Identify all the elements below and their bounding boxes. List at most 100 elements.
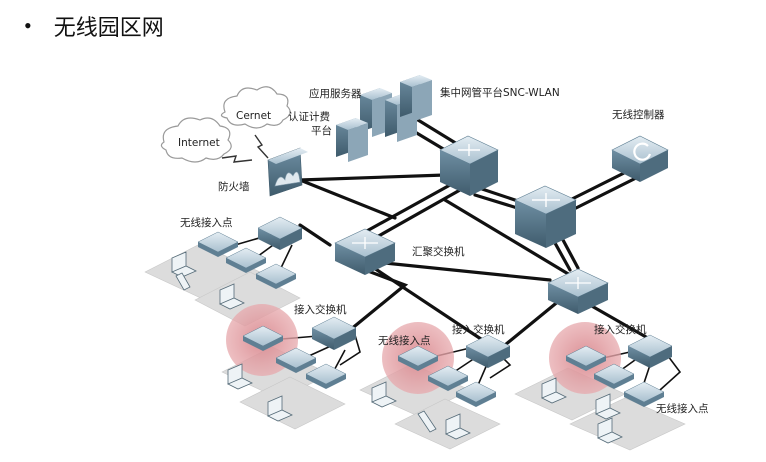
controller-right bbox=[640, 150, 668, 182]
controller-logo bbox=[633, 142, 652, 161]
core-switch-top bbox=[439, 135, 499, 196]
server-4-front bbox=[348, 123, 368, 162]
ap-sw1-3-base bbox=[306, 374, 346, 389]
core-top-left bbox=[440, 150, 470, 196]
server-3 bbox=[400, 75, 432, 122]
aggregation-switch-device bbox=[334, 228, 396, 275]
diagram-labels: 应用服务器 集中网管平台SNC-WLAN 认证计费 平台 Cernet Inte… bbox=[178, 86, 709, 415]
agg-arrows bbox=[352, 237, 378, 249]
distribution-switch bbox=[514, 185, 577, 248]
cloud-internet bbox=[160, 117, 232, 163]
controller-left bbox=[612, 150, 640, 182]
ap-sw2-2 bbox=[427, 365, 469, 391]
laptop-sw1-1 bbox=[227, 363, 253, 390]
phone-sw2 bbox=[417, 410, 437, 433]
access-switch-3 bbox=[627, 334, 673, 368]
core-top-right bbox=[470, 150, 498, 196]
ap-sw3-3 bbox=[623, 381, 665, 407]
as1-left bbox=[312, 328, 334, 350]
ap-sw3-main bbox=[565, 345, 607, 371]
ap-sw2-3 bbox=[455, 381, 497, 407]
link-agg-ap-topleft bbox=[298, 223, 332, 247]
ap-tl-1 bbox=[197, 231, 239, 257]
agg-right bbox=[365, 243, 395, 275]
label-access-switch-2: 接入交换机 bbox=[452, 323, 505, 336]
ap-sw2-3-base bbox=[456, 392, 496, 407]
ap-sw1-3 bbox=[305, 363, 347, 389]
cloud-internet-shape bbox=[160, 117, 232, 163]
access-points bbox=[197, 231, 665, 407]
as2-left bbox=[466, 346, 488, 368]
tl-sw-right bbox=[280, 228, 302, 250]
ap-tl-3 bbox=[255, 263, 297, 289]
server-3-front bbox=[412, 80, 432, 122]
dist-arrows bbox=[532, 193, 560, 207]
laptop-sw1-2 bbox=[267, 395, 293, 422]
agg3-right bbox=[578, 283, 608, 314]
label-ap-middle: 无线接入点 bbox=[378, 334, 431, 347]
label-wireless-controller: 无线控制器 bbox=[612, 108, 665, 121]
ap-sw2-2-base bbox=[428, 376, 468, 391]
cloud-cernet-shape bbox=[220, 86, 291, 129]
label-access-switch-1: 接入交换机 bbox=[294, 303, 347, 316]
link-firewall-down bbox=[298, 178, 397, 220]
agg-left bbox=[335, 243, 365, 275]
ap-sw3-2-base bbox=[594, 374, 634, 389]
access-switches bbox=[311, 316, 673, 368]
laptop-tl-2 bbox=[219, 283, 245, 310]
dist-right bbox=[546, 200, 576, 248]
ap-sw1-main-base bbox=[243, 336, 283, 351]
server-rack-group bbox=[336, 75, 432, 162]
ap-sw1-main bbox=[242, 325, 284, 351]
cloud-cernet bbox=[220, 86, 291, 129]
label-snc-platform: 集中网管平台SNC-WLAN bbox=[440, 86, 560, 99]
as2-right bbox=[488, 346, 510, 368]
lightning-bolts bbox=[221, 134, 269, 163]
laptop-sw2-1 bbox=[371, 381, 397, 408]
ap-tl-2 bbox=[225, 247, 267, 273]
phone-tl bbox=[175, 272, 191, 291]
link-agg3-sw2 bbox=[503, 298, 562, 347]
client-devices bbox=[171, 251, 623, 444]
dist-left bbox=[515, 200, 546, 248]
link-apsw-ap3 bbox=[279, 244, 293, 271]
bullet: • bbox=[24, 13, 32, 38]
server-3-top bbox=[400, 75, 432, 87]
link-firewall-core bbox=[298, 173, 447, 182]
link-sw3-right bbox=[659, 351, 682, 391]
server-4 bbox=[336, 118, 368, 162]
server-1-top bbox=[360, 88, 392, 100]
link-agg-core-long bbox=[443, 198, 572, 277]
core-top-arrows bbox=[458, 144, 480, 156]
link-dist-controller-b bbox=[564, 171, 648, 215]
ap-sw2-main bbox=[397, 345, 439, 371]
ap-tl-1-base bbox=[198, 242, 238, 257]
bolt-internet bbox=[221, 155, 253, 163]
firewall-device bbox=[267, 147, 308, 197]
label-auth-line2: 平台 bbox=[311, 124, 332, 137]
label-firewall: 防火墙 bbox=[218, 180, 250, 193]
ap-sw1-2-base bbox=[276, 358, 316, 373]
wireless-controller-device bbox=[611, 135, 669, 182]
tl-sw-left bbox=[258, 228, 280, 250]
label-ap-top-left: 无线接入点 bbox=[180, 216, 233, 229]
agg3-left bbox=[548, 283, 578, 314]
link-agg-sw2 bbox=[363, 260, 492, 347]
label-internet: Internet bbox=[178, 137, 220, 149]
as3-left bbox=[628, 346, 650, 368]
ap-tl-2-base bbox=[226, 258, 266, 273]
ap-sw3-2 bbox=[593, 363, 635, 389]
ap-sw1-2 bbox=[275, 347, 317, 373]
link-agg-bottom bbox=[373, 260, 552, 282]
access-switch-2 bbox=[465, 334, 511, 368]
firewall-top bbox=[268, 148, 308, 164]
label-ap-bottom-right: 无线接入点 bbox=[656, 402, 709, 415]
access-switch-1 bbox=[311, 316, 357, 350]
aggregation-switch-right bbox=[547, 268, 609, 314]
bolt-cernet bbox=[254, 134, 269, 159]
page-title: 无线园区网 bbox=[53, 16, 164, 41]
as1-right bbox=[334, 328, 356, 350]
laptop-sw3-3 bbox=[597, 417, 623, 444]
top-left-access-switch bbox=[257, 216, 303, 250]
